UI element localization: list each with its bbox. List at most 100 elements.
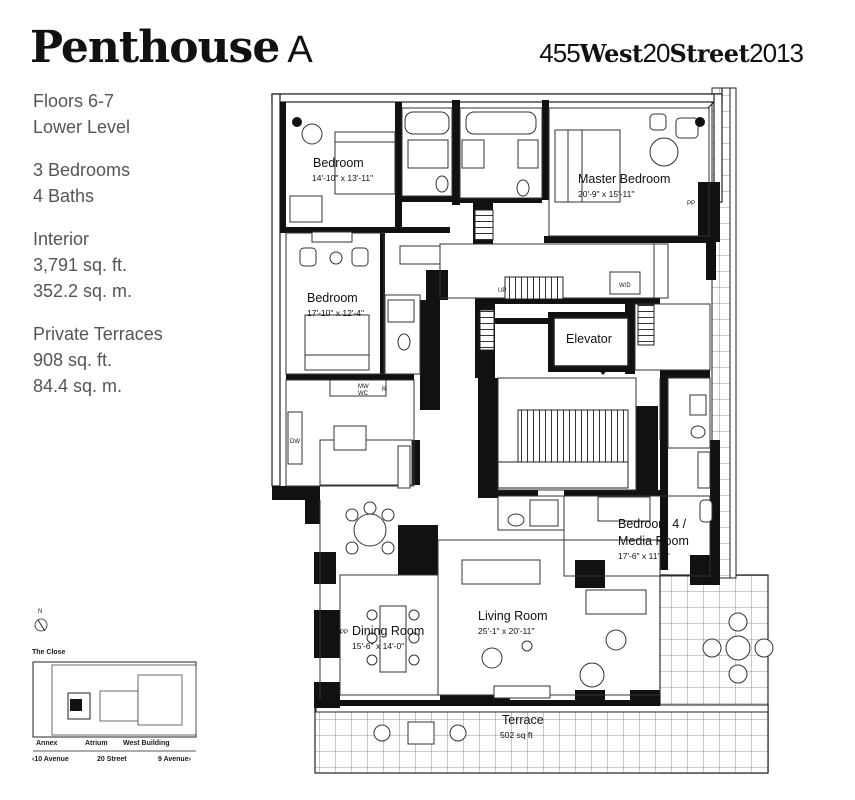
unit-highlight — [70, 699, 82, 711]
dining-dim: 15'-6" x 14'-0" — [352, 641, 404, 651]
bathtub-1 — [404, 111, 450, 135]
interior-sqm: 352.2 sq. m. — [33, 281, 133, 301]
shower-5 — [697, 451, 711, 489]
vanity-5 — [689, 394, 707, 416]
toilet-5 — [507, 513, 525, 527]
room-labels: Bedroom 14'-10" x 13'-11" Master Bedroom… — [307, 156, 689, 740]
bedroom2-dim: 17'-10" x 12'-4" — [307, 308, 364, 318]
bedroom1-dim: 14'-10" x 13'-11" — [312, 173, 373, 183]
walls — [272, 100, 720, 708]
terrace-chair-5 — [373, 724, 391, 742]
pp-label-1: PP — [687, 201, 695, 207]
interior-label: Interior — [33, 229, 90, 249]
dining-chair-6 — [408, 654, 420, 666]
breakfast-chair-2 — [381, 508, 395, 522]
furniture — [287, 113, 774, 745]
dw-label: DW — [290, 439, 300, 445]
dining-chair-1 — [366, 609, 378, 621]
west-building-label: West Building — [123, 740, 170, 747]
breakfast-chair-3 — [345, 541, 359, 555]
bedrooms-text: 3 Bedrooms — [33, 160, 131, 180]
bedroom4-label-a: Bedroom 4 / — [618, 517, 687, 531]
dining-chair-2 — [366, 632, 378, 644]
level-text: Lower Level — [33, 117, 131, 137]
kitchen-counter — [329, 379, 387, 397]
terrace-chair-4 — [754, 638, 774, 658]
dining-chair-5 — [408, 632, 420, 644]
toilet-2 — [516, 179, 530, 197]
closet-unit — [399, 245, 441, 265]
toilet-3 — [397, 333, 411, 351]
fixture-labels: W/D MW WC R DW PP PP UP — [290, 201, 695, 636]
terrace-chair-3 — [702, 638, 722, 658]
key-map-title: The Close — [32, 649, 66, 656]
site-key-map: N The Close Annex Atrium West Building ‹… — [30, 605, 205, 775]
street-20-label: 20 Street — [97, 756, 127, 763]
bed-2-pillows — [304, 354, 370, 371]
vanity-1 — [407, 139, 449, 169]
wc-label: WC — [358, 391, 369, 397]
shelf — [311, 231, 353, 243]
living-armchair-2 — [579, 662, 605, 688]
terrace-table — [725, 635, 751, 661]
terraces-block: Private Terraces 908 sq. ft. 84.4 sq. m. — [33, 321, 163, 399]
living-side-table — [521, 640, 533, 652]
terraces-sqft: 908 sq. ft. — [33, 350, 113, 370]
washer-dryer — [609, 271, 641, 295]
master-armchair — [675, 117, 699, 139]
kitchen-side-counter — [287, 411, 303, 465]
annex-label: Annex — [36, 740, 58, 747]
media-chair — [699, 499, 713, 523]
desk-1 — [289, 195, 323, 223]
rooms-block: 3 Bedrooms 4 Baths — [33, 157, 163, 209]
beds — [304, 129, 651, 522]
east-parapet — [729, 87, 737, 579]
address-west: West — [579, 39, 643, 68]
dining-label: Dining Room — [352, 624, 424, 638]
vanity-6 — [529, 499, 559, 527]
mw-label: MW — [358, 384, 369, 390]
living-armchair-1 — [481, 647, 503, 669]
floors-block: Floors 6-7 Lower Level — [33, 88, 163, 140]
bathroom-fixtures — [387, 111, 711, 527]
building-address: 455West20Street2013 — [539, 38, 804, 69]
kitchen-island — [333, 425, 367, 451]
master-bed-pillow — [567, 129, 583, 203]
north-needle — [37, 619, 46, 632]
elevator-shaft — [553, 317, 629, 367]
chair-round-1 — [301, 123, 323, 145]
bedroom2-label: Bedroom — [307, 291, 358, 305]
toilet-4 — [690, 425, 706, 439]
terraces-label: Private Terraces — [33, 324, 163, 344]
terrace-table-2 — [407, 721, 435, 745]
master-bed — [554, 129, 621, 203]
address-year: 2013 — [749, 38, 804, 68]
media-sofa — [597, 496, 651, 522]
closet-2 — [653, 243, 669, 299]
master-label: Master Bedroom — [578, 172, 670, 186]
key-map-drawing — [32, 618, 197, 752]
atrium-building — [99, 690, 139, 722]
breakfast-chair-5 — [363, 501, 377, 515]
armchair-1 — [299, 247, 317, 267]
round-table-master — [649, 137, 679, 167]
side-table — [329, 251, 343, 265]
dining-table — [379, 605, 407, 673]
terraces-sqm: 84.4 sq. m. — [33, 376, 123, 396]
title-unit: A — [287, 29, 312, 71]
interior-sqft: 3,791 sq. ft. — [33, 255, 128, 275]
west-building — [137, 674, 183, 726]
dining-table-round — [353, 513, 387, 547]
up-label: UP — [498, 288, 506, 294]
bedroom4-label-b: Media Room — [618, 534, 689, 548]
street-10-label: ‹10 Avenue — [32, 756, 69, 763]
bathtub-2 — [465, 111, 537, 135]
address-street: Street — [669, 39, 750, 68]
unit-summary: Floors 6-7 Lower Level 3 Bedrooms 4 Bath… — [33, 88, 163, 416]
floors-text: Floors 6-7 — [33, 91, 115, 111]
terrace-chair-1 — [728, 612, 748, 632]
street-9-label: 9 Avenue› — [158, 756, 191, 763]
breakfast-chair-1 — [345, 508, 359, 522]
terrace-dim: 502 sq ft — [500, 730, 533, 740]
